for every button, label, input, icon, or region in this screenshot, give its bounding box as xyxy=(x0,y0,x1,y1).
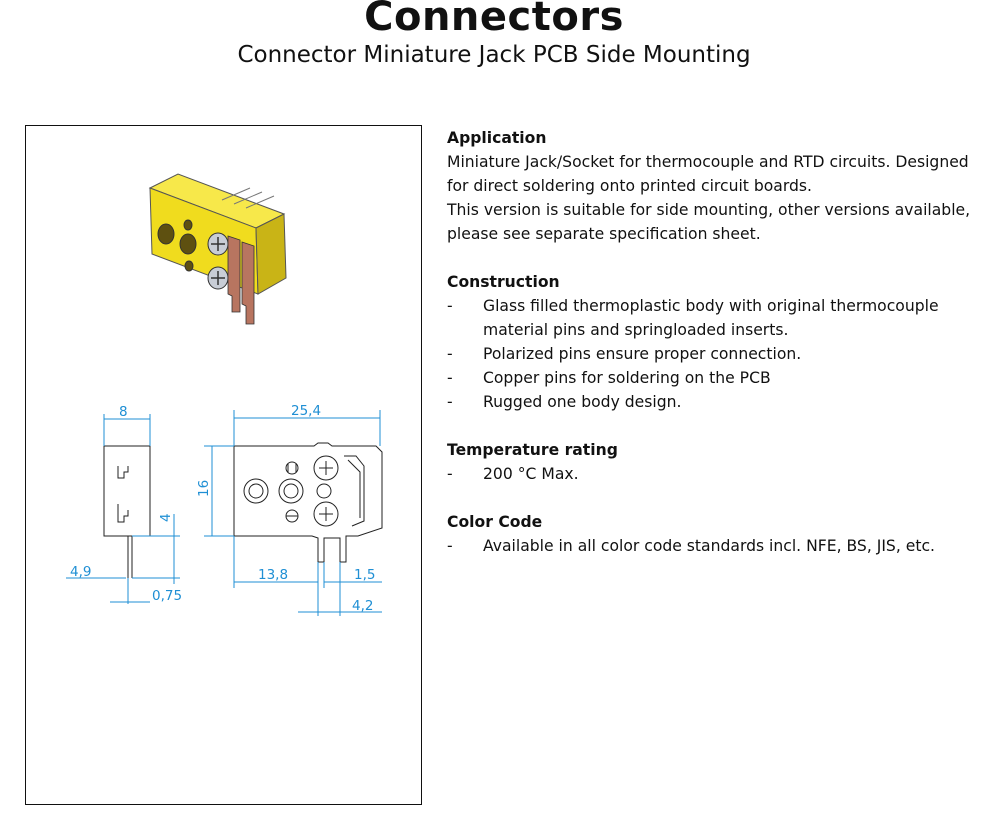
bullet-dash: - xyxy=(447,297,453,315)
temperature-section: Temperature rating - 200 °C Max. xyxy=(447,438,987,486)
application-section: Application Miniature Jack/Socket for th… xyxy=(447,126,987,246)
bullet-text: Available in all color code standards in… xyxy=(483,537,935,555)
list-item: - Rugged one body design. xyxy=(447,390,987,414)
list-item: - Copper pins for soldering on the PCB xyxy=(447,366,987,390)
construction-section: Construction - Glass filled thermoplasti… xyxy=(447,270,987,414)
dim-front-width: 25,4 xyxy=(291,403,321,419)
bullet-dash: - xyxy=(447,393,453,411)
bullet-text: Glass filled thermoplastic body with ori… xyxy=(483,297,939,315)
spec-text: Application Miniature Jack/Socket for th… xyxy=(447,126,987,582)
bullet-dash: - xyxy=(447,345,453,363)
color-code-heading: Color Code xyxy=(447,513,543,531)
technical-drawing: 8 4 4,9 0,75 xyxy=(66,173,383,616)
application-line: Miniature Jack/Socket for thermocouple a… xyxy=(447,153,969,171)
dim-pin-gap: 1,5 xyxy=(354,567,375,583)
dim-pin-length: 4 xyxy=(158,513,174,522)
dim-pin-offset: 4,9 xyxy=(70,564,91,580)
page-subtitle: Connector Miniature Jack PCB Side Mounti… xyxy=(237,42,751,68)
dim-height: 16 xyxy=(196,480,212,497)
front-view: 25,4 16 13,8 1,5 4,2 xyxy=(196,403,383,616)
bullet-dash: - xyxy=(447,537,453,555)
dim-pin-thickness: 0,75 xyxy=(152,588,182,604)
application-heading: Application xyxy=(447,129,547,147)
temperature-heading: Temperature rating xyxy=(447,441,618,459)
bullet-text: Copper pins for soldering on the PCB xyxy=(483,369,771,387)
construction-heading: Construction xyxy=(447,273,560,291)
list-item: - Glass filled thermoplastic body with o… xyxy=(447,294,987,342)
color-code-section: Color Code - Available in all color code… xyxy=(447,510,987,558)
application-line: please see separate specification sheet. xyxy=(447,225,761,243)
page-title: Connectors xyxy=(364,0,624,40)
side-view: 8 4 4,9 0,75 xyxy=(66,404,182,604)
dim-pin-position: 13,8 xyxy=(258,567,288,583)
application-line: This version is suitable for side mounti… xyxy=(447,201,971,219)
bullet-text: Rugged one body design. xyxy=(483,393,682,411)
application-line: for direct soldering onto printed circui… xyxy=(447,177,812,195)
bullet-dash: - xyxy=(447,369,453,387)
drawing-frame: 8 4 4,9 0,75 xyxy=(25,125,422,805)
bullet-dash: - xyxy=(447,465,453,483)
list-item: - 200 °C Max. xyxy=(447,462,987,486)
bullet-text: material pins and springloaded inserts. xyxy=(483,321,789,339)
bullet-text: Polarized pins ensure proper connection. xyxy=(483,345,802,363)
dim-pin-span: 4,2 xyxy=(352,598,373,614)
list-item: - Polarized pins ensure proper connectio… xyxy=(447,342,987,366)
bullet-text: 200 °C Max. xyxy=(483,465,579,483)
connector-3d-illustration xyxy=(148,173,287,325)
dim-side-width: 8 xyxy=(119,404,128,420)
list-item: - Available in all color code standards … xyxy=(447,534,987,558)
